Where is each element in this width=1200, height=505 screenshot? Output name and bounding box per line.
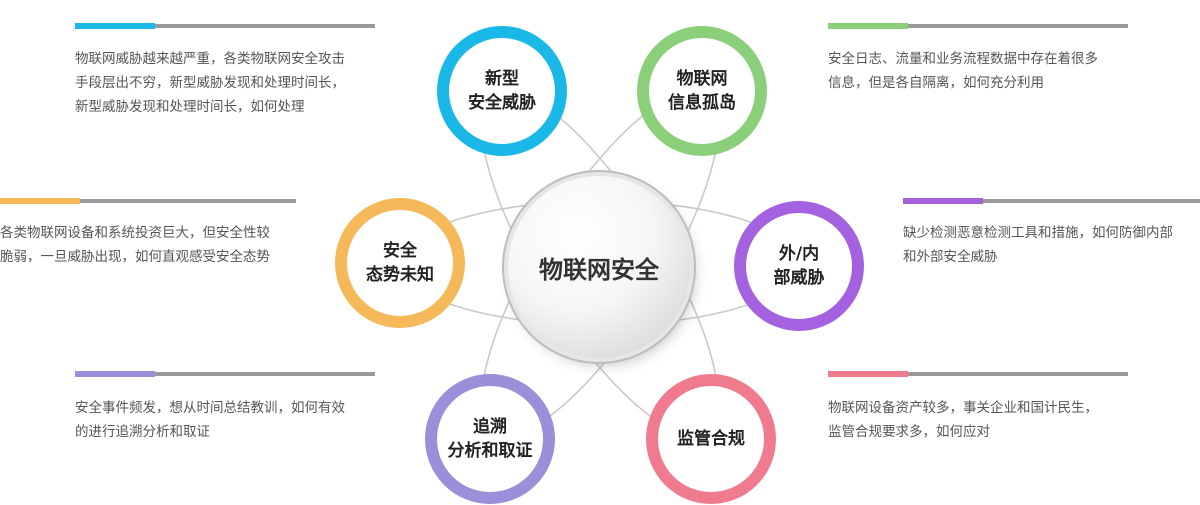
node-inside-outside-threats: 外/内 部威胁 — [734, 201, 864, 331]
divider-traceability — [75, 371, 375, 377]
divider-iot-info-island — [828, 23, 1128, 29]
node-label: 监管合规 — [677, 429, 745, 449]
description-traceability: 安全事件频发，想从时间总结教训，如何有效 的进行追溯分析和取证 — [75, 400, 345, 440]
description-compliance: 物联网设备资产较多，事关企业和国计民生， 监管合规要求多，如何应对 — [828, 400, 1098, 440]
node-label: 追溯 分析和取证 — [447, 417, 533, 461]
node-label: 外/内 部威胁 — [773, 244, 825, 288]
node-iot-info-island: 物联网 信息孤岛 — [637, 26, 767, 156]
divider-accent — [75, 23, 155, 29]
node-traceability: 追溯 分析和取证 — [425, 374, 555, 504]
divider-accent — [903, 198, 983, 204]
divider-accent — [0, 198, 80, 204]
node-label: 新型 安全威胁 — [468, 69, 536, 113]
description-situation-unknown: 各类物联网设备和系统投资巨大，但安全性较 脆弱，一旦威胁出现，如何直观感受安全态… — [0, 225, 270, 265]
node-situation-unknown: 安全 态势未知 — [335, 198, 465, 328]
divider-new-threats — [75, 23, 375, 29]
divider-situation-unknown — [0, 198, 296, 204]
node-label: 物联网 信息孤岛 — [668, 69, 736, 113]
description-inside-outside-threats: 缺少检测恶意检测工具和措施，如何防御内部 和外部安全威胁 — [903, 225, 1173, 265]
description-new-threats: 物联网威胁越来越严重，各类物联网安全攻击 手段层出不穷，新型威胁发现和处理时间长… — [75, 51, 345, 115]
divider-accent — [828, 371, 908, 377]
node-new-threats: 新型 安全威胁 — [437, 26, 567, 156]
center-hub: 物联网安全 — [508, 176, 690, 358]
center-label: 物联网安全 — [539, 255, 659, 284]
node-label: 安全 态势未知 — [366, 241, 434, 285]
description-iot-info-island: 安全日志、流量和业务流程数据中存在着很多 信息，但是各自隔离，如何充分利用 — [828, 51, 1098, 91]
divider-accent — [828, 23, 908, 29]
divider-compliance — [828, 371, 1128, 377]
node-compliance: 监管合规 — [646, 374, 776, 504]
divider-accent — [75, 371, 155, 377]
divider-inside-outside-threats — [903, 198, 1200, 204]
